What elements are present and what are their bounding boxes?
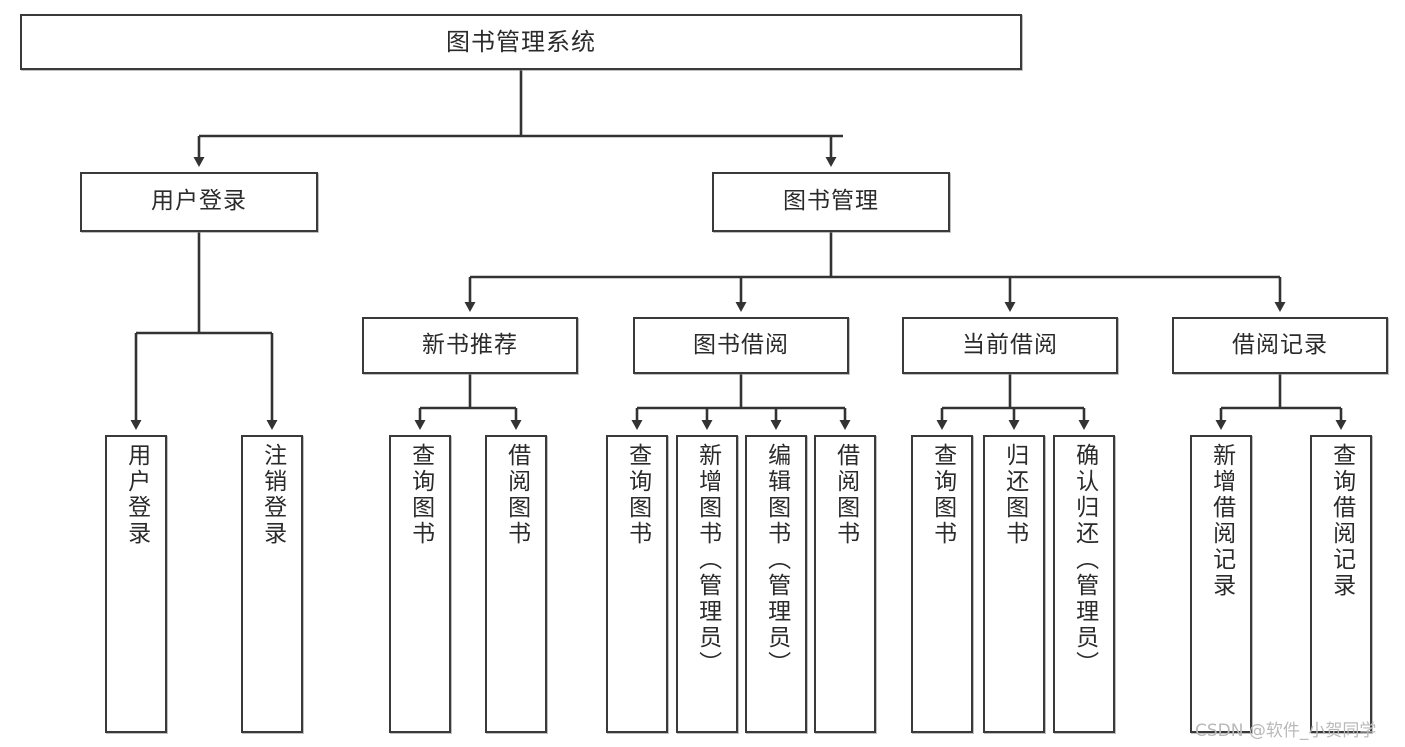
leaf-logout-label: 注销登录 — [259, 443, 286, 547]
node-borrow-record-label: 借阅记录 — [1232, 331, 1328, 358]
node-root[interactable]: 图书管理系统 — [20, 14, 1022, 70]
leaf-query-book-1-label: 查询图书 — [407, 443, 434, 547]
leaf-borrow-book-1-label: 借阅图书 — [503, 443, 530, 547]
leaf-user-login-label: 用户登录 — [123, 443, 150, 547]
node-new-book-recommend[interactable]: 新书推荐 — [362, 317, 578, 374]
leaf-borrow-book-2[interactable]: 借阅图书 — [814, 435, 876, 733]
leaf-edit-book-label: 编辑图书（管理员） — [763, 443, 790, 677]
leaf-query-book-2[interactable]: 查询图书 — [606, 435, 668, 733]
leaf-query-record-label: 查询借阅记录 — [1328, 443, 1355, 599]
leaf-return-book-label: 归还图书 — [1001, 443, 1028, 547]
leaf-borrow-book-1[interactable]: 借阅图书 — [485, 435, 547, 733]
leaf-confirm-return[interactable]: 确认归还（管理员） — [1053, 435, 1115, 733]
leaf-add-record-label: 新增借阅记录 — [1208, 443, 1235, 599]
leaf-return-book[interactable]: 归还图书 — [983, 435, 1045, 733]
leaf-confirm-return-label: 确认归还（管理员） — [1071, 443, 1098, 677]
node-user-login-label: 用户登录 — [151, 188, 247, 215]
node-root-label: 图书管理系统 — [446, 27, 596, 56]
node-current-borrow-label: 当前借阅 — [962, 331, 1058, 358]
leaf-query-book-3-label: 查询图书 — [929, 443, 956, 547]
node-book-manage-label: 图书管理 — [783, 188, 879, 215]
node-current-borrow[interactable]: 当前借阅 — [902, 317, 1118, 374]
leaf-user-login[interactable]: 用户登录 — [105, 435, 167, 733]
node-new-book-recommend-label: 新书推荐 — [422, 331, 518, 358]
leaf-query-book-3[interactable]: 查询图书 — [911, 435, 973, 733]
leaf-add-book[interactable]: 新增图书（管理员） — [676, 435, 738, 733]
leaf-edit-book[interactable]: 编辑图书（管理员） — [745, 435, 807, 733]
node-borrow-record[interactable]: 借阅记录 — [1172, 317, 1388, 374]
node-book-manage[interactable]: 图书管理 — [712, 172, 950, 232]
node-user-login[interactable]: 用户登录 — [80, 172, 318, 232]
leaf-query-book-1[interactable]: 查询图书 — [389, 435, 451, 733]
leaf-add-book-label: 新增图书（管理员） — [694, 443, 721, 677]
node-book-borrow-label: 图书借阅 — [693, 331, 789, 358]
leaf-query-record[interactable]: 查询借阅记录 — [1310, 435, 1372, 733]
csdn-watermark: CSDN @软件_小贺同学 — [1195, 721, 1377, 741]
leaf-add-record[interactable]: 新增借阅记录 — [1190, 435, 1252, 733]
leaf-borrow-book-2-label: 借阅图书 — [832, 443, 859, 547]
leaf-query-book-2-label: 查询图书 — [624, 443, 651, 547]
node-book-borrow[interactable]: 图书借阅 — [633, 317, 849, 374]
leaf-logout[interactable]: 注销登录 — [241, 435, 303, 733]
